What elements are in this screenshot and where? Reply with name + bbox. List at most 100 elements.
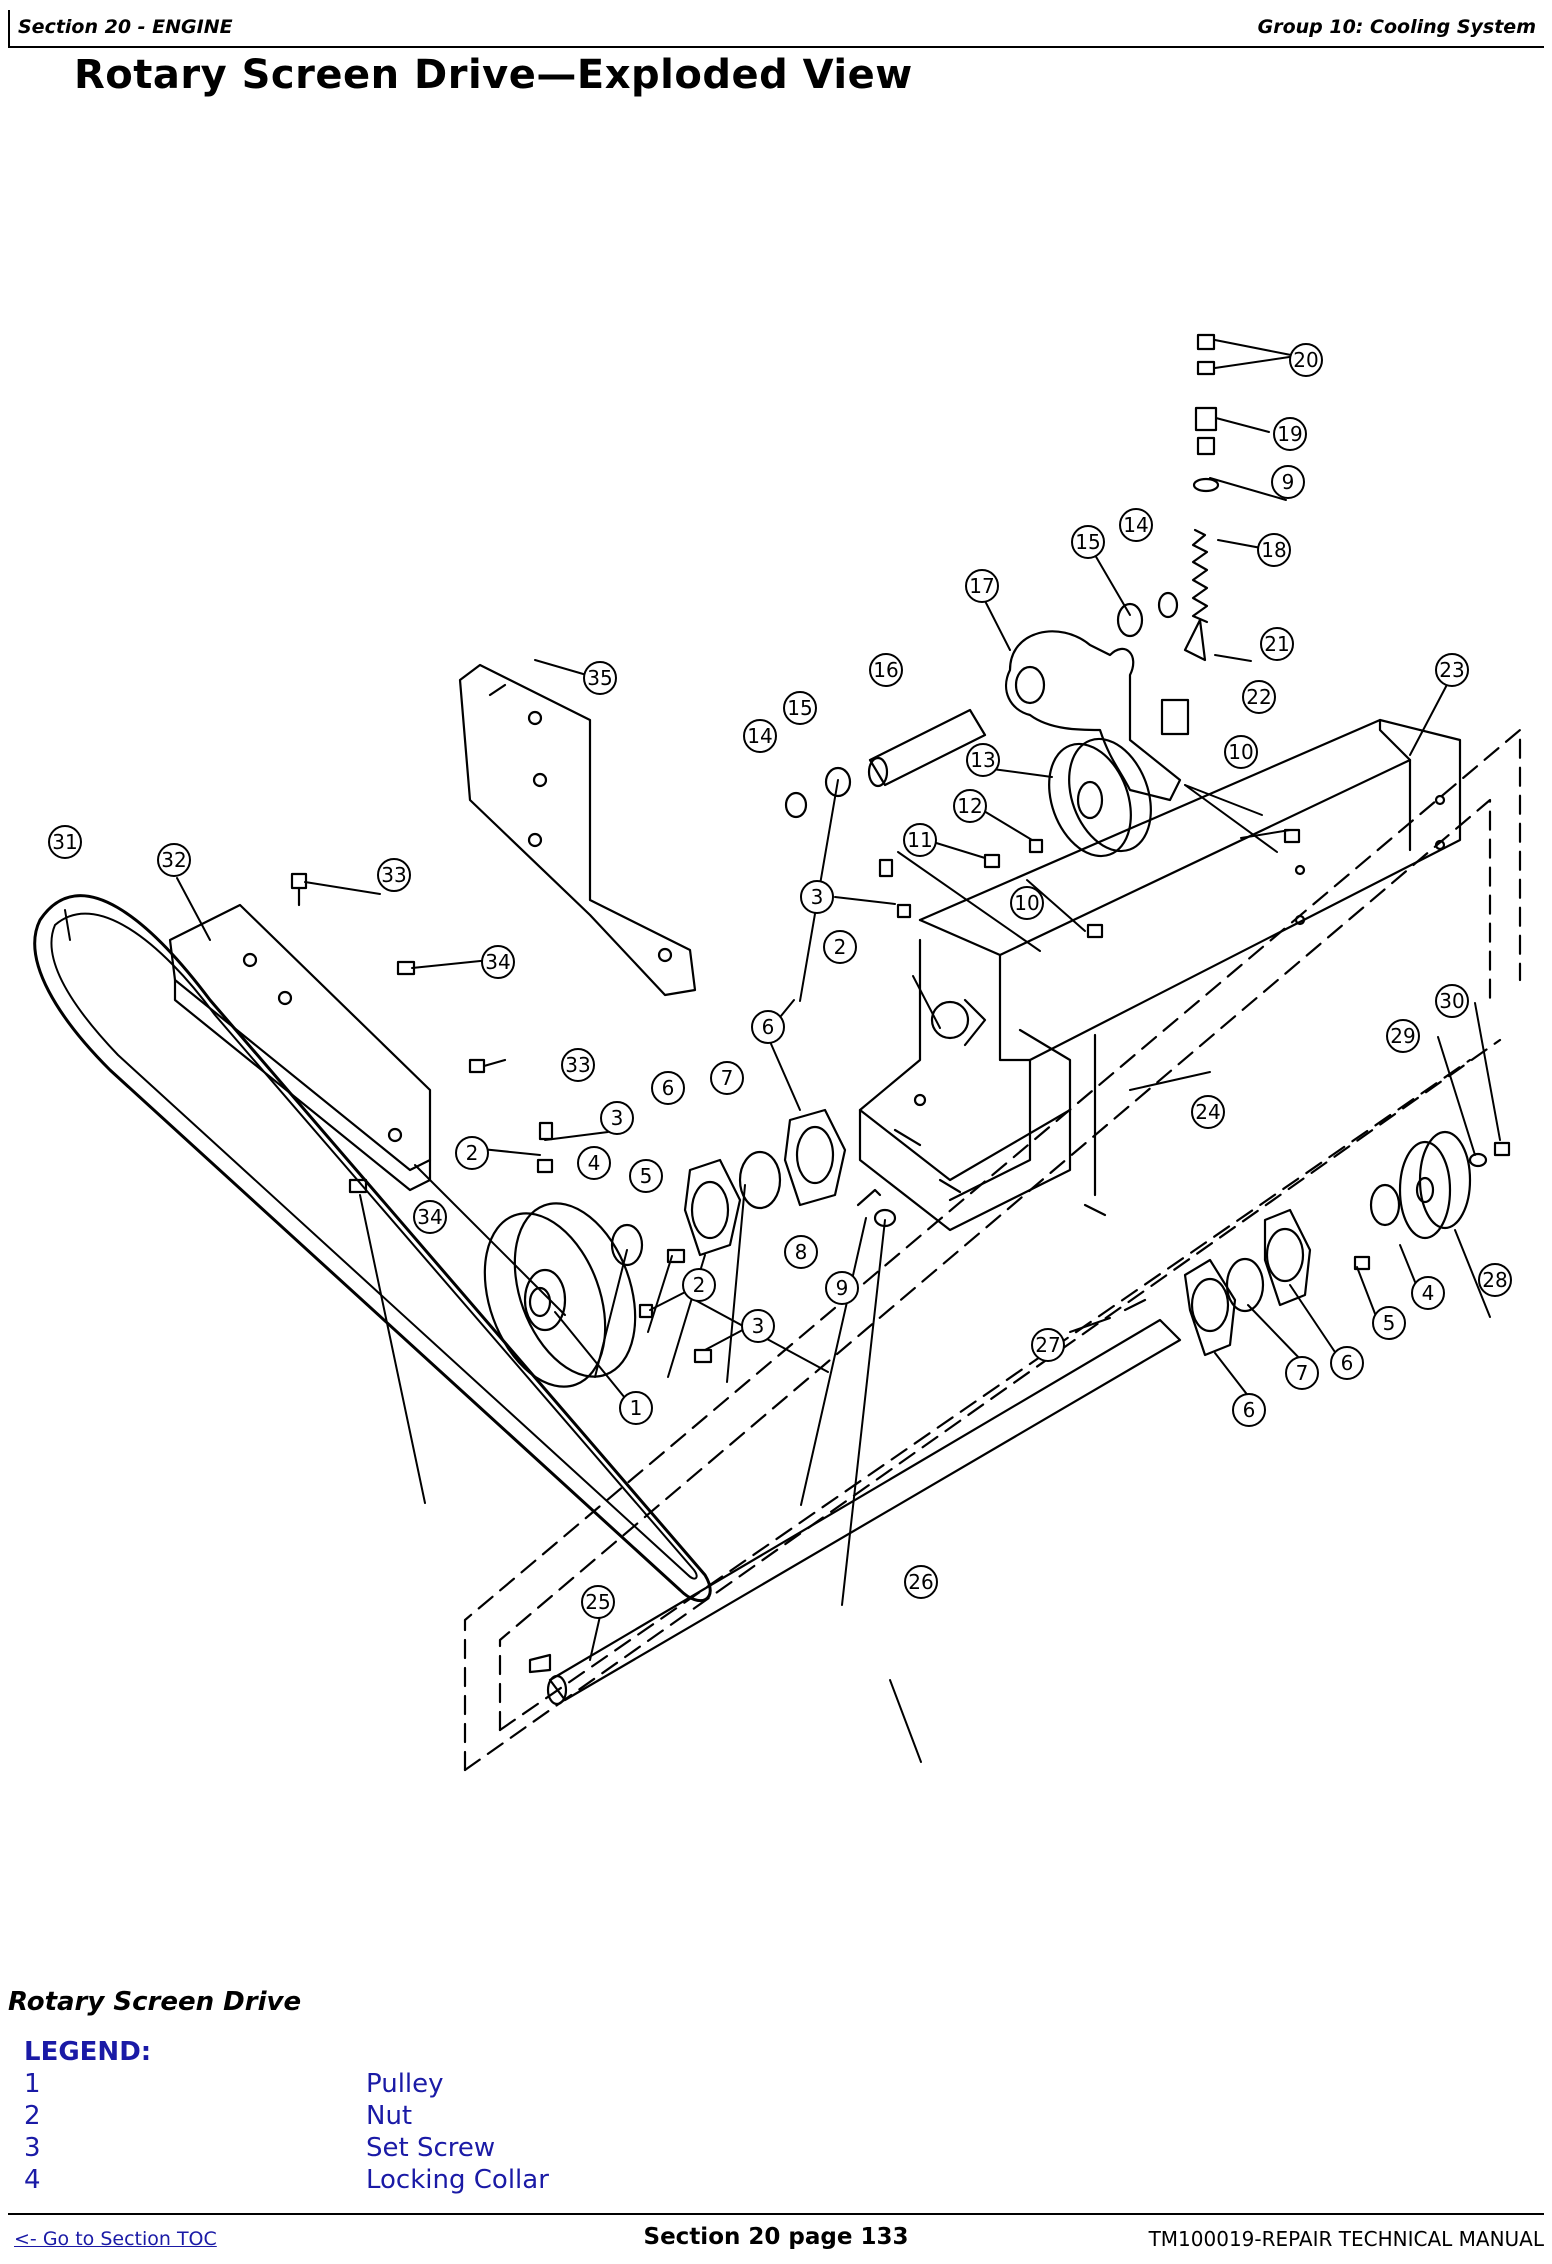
callout-33b-text: 33 xyxy=(565,1053,590,1077)
callout-24: 24 xyxy=(1191,1095,1225,1129)
callout-3c: 3 xyxy=(800,880,834,914)
callout-35: 35 xyxy=(583,661,617,695)
callout-7b-text: 7 xyxy=(1296,1361,1309,1385)
pulley-small xyxy=(1398,1130,1472,1240)
callout-6b-text: 6 xyxy=(762,1015,775,1039)
callout-4a: 4 xyxy=(577,1146,611,1180)
legend-description: Nut xyxy=(366,2101,413,2131)
callout-31: 31 xyxy=(48,825,82,859)
go-to-section-toc-link[interactable]: <- Go to Section TOC xyxy=(14,2228,217,2250)
mounting-plate xyxy=(458,663,697,997)
pivot-pin xyxy=(867,708,987,788)
callout-23-text: 23 xyxy=(1439,658,1464,682)
callout-17: 17 xyxy=(965,569,999,603)
callout-35-text: 35 xyxy=(587,666,612,690)
callout-10a: 10 xyxy=(1010,886,1044,920)
legend-number: 3 xyxy=(24,2133,41,2163)
callout-2c-text: 2 xyxy=(834,935,847,959)
callout-12: 12 xyxy=(953,789,987,823)
bearings-left xyxy=(610,1108,847,1267)
callout-4b: 4 xyxy=(1411,1276,1445,1310)
callout-2c: 2 xyxy=(823,930,857,964)
callout-6a: 6 xyxy=(651,1071,685,1105)
callout-7b: 7 xyxy=(1285,1356,1319,1390)
callout-28-text: 28 xyxy=(1482,1268,1507,1292)
page-number: Section 20 page 133 xyxy=(643,2224,909,2250)
footer-divider xyxy=(8,2213,1544,2215)
callout-6d-text: 6 xyxy=(1341,1351,1354,1375)
callout-16-text: 16 xyxy=(873,658,898,682)
callout-5b-text: 5 xyxy=(1383,1311,1396,1335)
callout-2b-text: 2 xyxy=(693,1273,706,1297)
callout-9a-text: 9 xyxy=(836,1276,849,1300)
callout-14a: 14 xyxy=(743,719,777,753)
callout-14b: 14 xyxy=(1119,508,1153,542)
leader-lines xyxy=(64,339,1501,1763)
callout-30: 30 xyxy=(1435,984,1469,1018)
callout-31-text: 31 xyxy=(52,830,77,854)
callout-34a: 34 xyxy=(481,945,515,979)
page-header: Section 20 - ENGINE Group 10: Cooling Sy… xyxy=(8,10,1544,48)
callout-24-text: 24 xyxy=(1195,1100,1220,1124)
callout-6c-text: 6 xyxy=(1243,1398,1256,1422)
callout-7a: 7 xyxy=(710,1061,744,1095)
frame-tube xyxy=(918,718,1462,1202)
drive-shaft xyxy=(546,1318,1182,1706)
callout-13: 13 xyxy=(966,743,1000,777)
callout-5a: 5 xyxy=(629,1159,663,1193)
legend-number: 4 xyxy=(24,2165,41,2195)
callout-32: 32 xyxy=(157,843,191,877)
callout-18-text: 18 xyxy=(1261,538,1286,562)
pulley-large xyxy=(483,1202,637,1388)
callout-32-text: 32 xyxy=(161,848,186,872)
callout-5b: 5 xyxy=(1372,1306,1406,1340)
callout-10b-text: 10 xyxy=(1228,740,1253,764)
callout-15a: 15 xyxy=(783,691,817,725)
callout-2a-text: 2 xyxy=(466,1141,479,1165)
callout-22-text: 22 xyxy=(1246,685,1271,709)
callout-3b: 3 xyxy=(741,1309,775,1343)
callout-6d: 6 xyxy=(1330,1346,1364,1380)
hardware-stack xyxy=(1160,333,1220,736)
callout-11: 11 xyxy=(903,823,937,857)
callout-labels: 1 2 2 2 3 3 3 4 4 5 5 6 6 6 6 7 7 8 9 9 … xyxy=(48,343,1512,1619)
washers xyxy=(784,591,1179,819)
callout-29-text: 29 xyxy=(1390,1024,1415,1048)
callout-3b-text: 3 xyxy=(752,1314,765,1338)
callout-30-text: 30 xyxy=(1439,989,1464,1013)
tension-spring xyxy=(1191,528,1209,624)
callout-7a-text: 7 xyxy=(721,1066,734,1090)
callout-19-text: 19 xyxy=(1277,422,1302,446)
callout-4a-text: 4 xyxy=(588,1151,601,1175)
callout-2b: 2 xyxy=(682,1268,716,1302)
callout-28: 28 xyxy=(1478,1263,1512,1297)
callout-15a-text: 15 xyxy=(787,696,812,720)
callout-14a-text: 14 xyxy=(747,724,772,748)
drive-belt xyxy=(33,894,712,1603)
header-section: Section 20 - ENGINE xyxy=(18,16,233,38)
callout-22: 22 xyxy=(1242,680,1276,714)
callout-8: 8 xyxy=(784,1235,818,1269)
exploded-view-diagram: 1 2 2 2 3 3 3 4 4 5 5 6 6 6 6 7 7 8 9 9 … xyxy=(0,300,1552,1800)
callout-5a-text: 5 xyxy=(640,1164,653,1188)
callout-19: 19 xyxy=(1273,417,1307,451)
callout-14b-text: 14 xyxy=(1123,513,1148,537)
callout-26-text: 26 xyxy=(908,1570,933,1594)
dashed-frame-outline xyxy=(463,728,1522,1772)
callout-9b: 9 xyxy=(1271,465,1305,499)
idler-pulley xyxy=(1048,737,1152,858)
callout-34a-text: 34 xyxy=(485,950,510,974)
callout-3a: 3 xyxy=(600,1101,634,1135)
callout-23: 23 xyxy=(1435,653,1469,687)
callout-12-text: 12 xyxy=(957,794,982,818)
callout-27-text: 27 xyxy=(1035,1333,1060,1357)
callout-3c-text: 3 xyxy=(811,885,824,909)
callout-10b: 10 xyxy=(1224,735,1258,769)
callout-8-text: 8 xyxy=(795,1240,808,1264)
callout-33a-text: 33 xyxy=(381,863,406,887)
callout-1: 1 xyxy=(619,1391,653,1425)
callout-1-text: 1 xyxy=(630,1396,643,1420)
callout-20-text: 20 xyxy=(1293,348,1318,372)
callout-2a: 2 xyxy=(455,1136,489,1170)
callout-33a: 33 xyxy=(377,858,411,892)
